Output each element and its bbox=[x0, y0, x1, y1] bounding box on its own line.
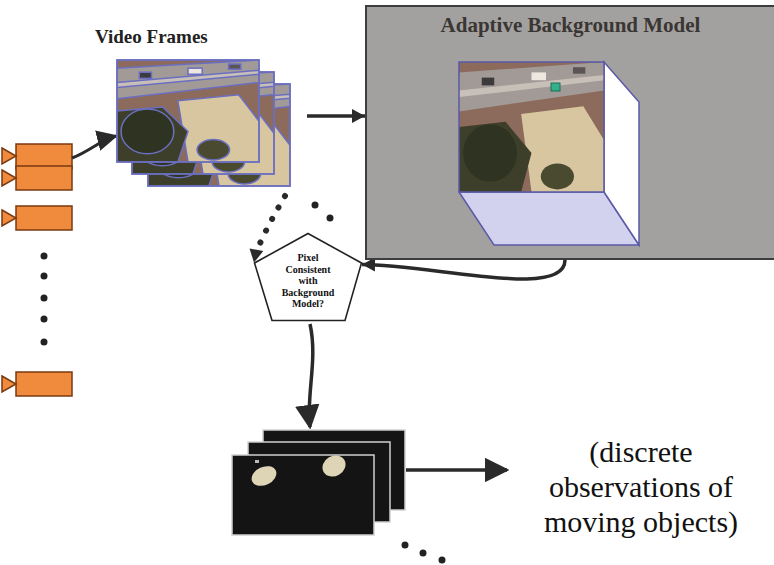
frame-stack-heading: Video Frames bbox=[95, 26, 307, 190]
moving-object-blobs bbox=[248, 451, 349, 489]
decision-text: Pixel Consistent with Background Model? bbox=[275, 252, 341, 310]
decision-pentagon: Pixel Consistent with Background Model? bbox=[253, 232, 363, 322]
camera-feed-arrow bbox=[72, 136, 116, 158]
background-model-box: Adaptive Background Model bbox=[365, 5, 774, 260]
flow-arrow bbox=[362, 260, 565, 279]
node-title: Video Frames bbox=[95, 26, 307, 48]
node-title: Adaptive Background Model bbox=[367, 7, 774, 38]
decision-output-arrow bbox=[309, 324, 313, 427]
observation-arrow bbox=[406, 468, 507, 472]
video-frame-stack bbox=[117, 60, 290, 186]
foreground-mask-stack bbox=[232, 430, 405, 535]
arrow-head bbox=[352, 109, 365, 123]
model-volume bbox=[367, 7, 774, 258]
output-caption: (discrete observations of moving objects… bbox=[512, 434, 770, 539]
camera-icons bbox=[2, 144, 72, 396]
